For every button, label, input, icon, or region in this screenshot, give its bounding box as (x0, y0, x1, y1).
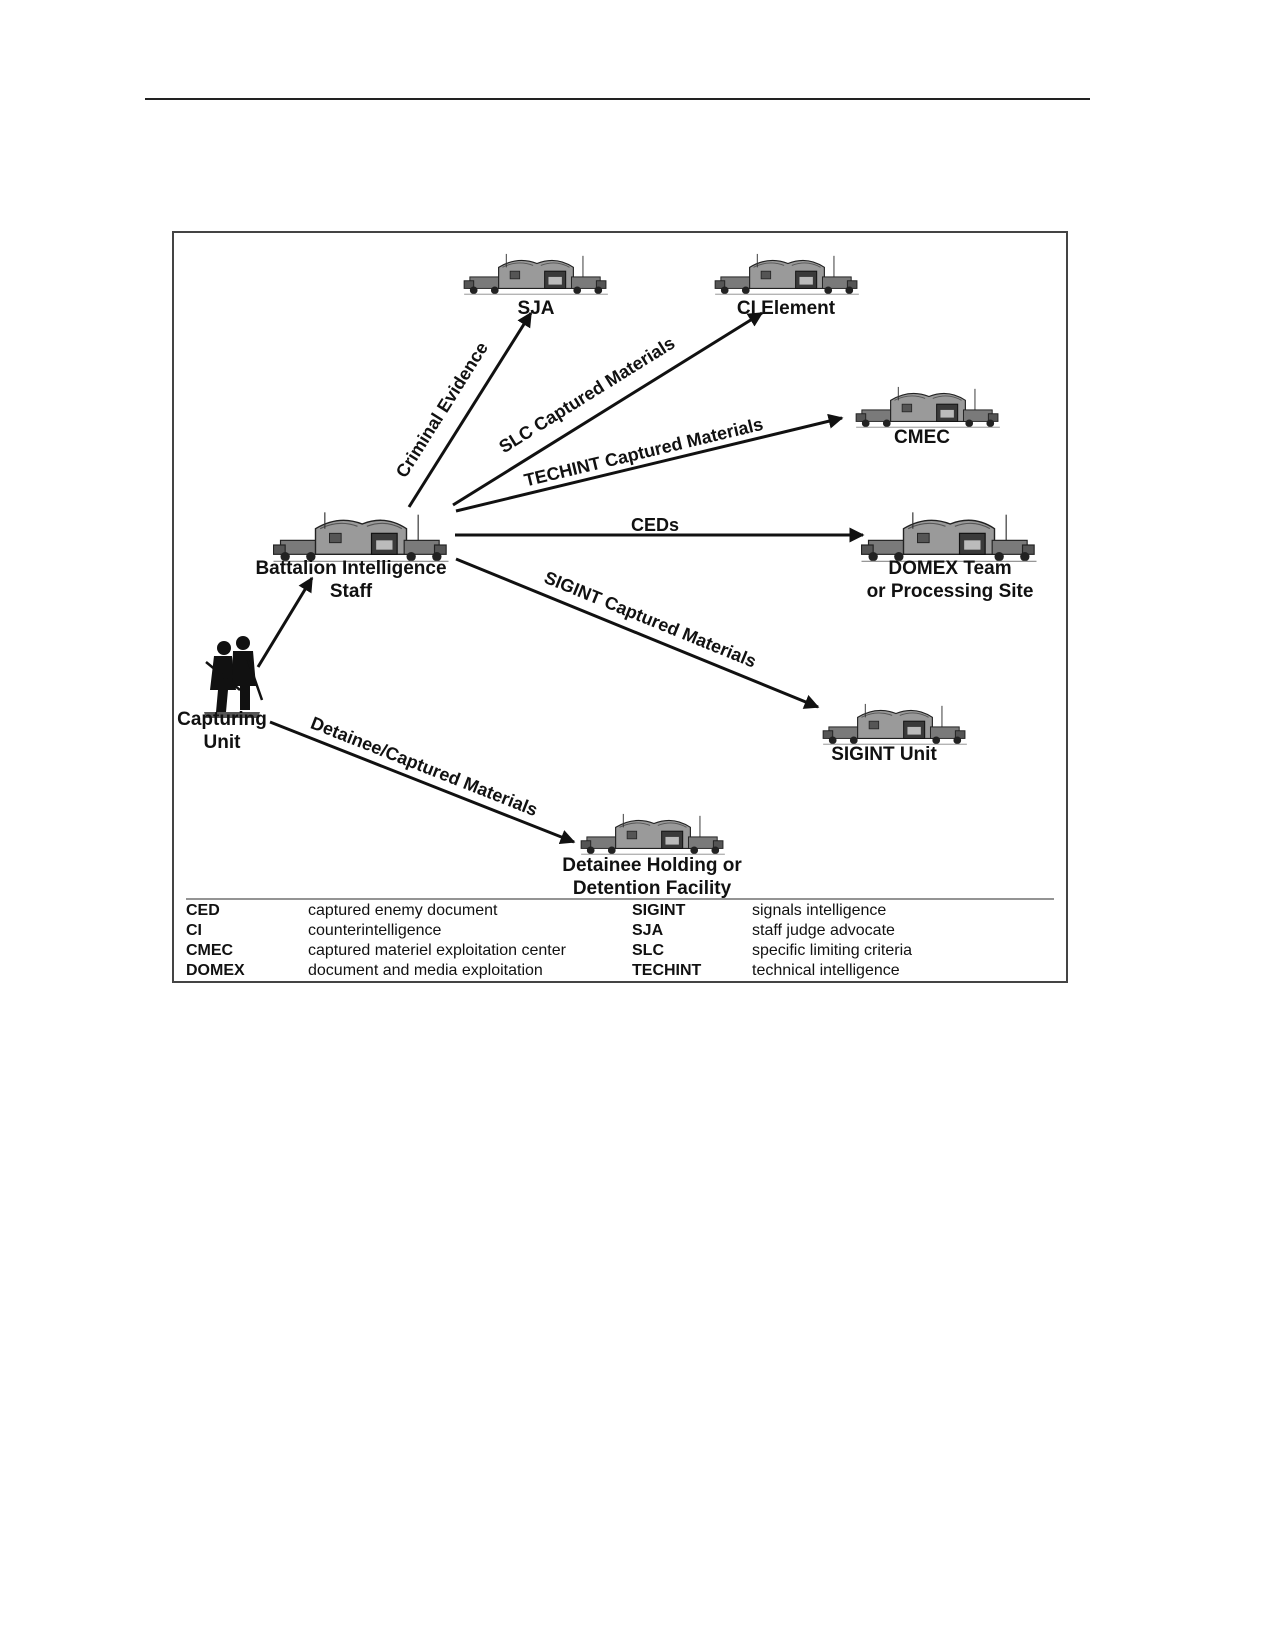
capturing-unit-label-line2: Unit (204, 732, 242, 753)
battalion-facility-icon (273, 511, 449, 563)
arrow-techint (455, 413, 844, 513)
arrow-sigint (455, 557, 820, 709)
legend-abbr: SLC (632, 942, 664, 959)
legend-definition: technical intelligence (752, 962, 900, 979)
legend-row: captured enemy document (308, 902, 497, 922)
detainee-captured-label: Detainee/Captured Materials (308, 713, 541, 820)
domex-label-line1: DOMEX Team (888, 558, 1011, 579)
legend-definition: captured enemy document (308, 902, 498, 919)
figure-frame (172, 231, 1068, 983)
capturing-unit-label-line1: Capturing (177, 709, 267, 730)
legend-definition: specific limiting criteria (752, 942, 913, 959)
techint-label: TECHINT Captured Materials (522, 414, 765, 491)
legend-definition: captured materiel exploitation center (308, 942, 566, 959)
cmec-facility-icon (855, 386, 1001, 428)
cmec-label: CMEC (894, 427, 950, 448)
legend-row: counterintelligence (308, 922, 441, 942)
arrow-criminal-evidence (407, 311, 533, 508)
domex-label-line2: or Processing Site (867, 581, 1034, 602)
legend-abbr: SIGINT (632, 902, 686, 919)
arrow-capturing-to-battalion (256, 576, 314, 668)
slc-label: SLC Captured Materials (495, 333, 678, 457)
criminal-evidence-label: Criminal Evidence (392, 338, 492, 481)
legend-row: technical intelligence (752, 962, 900, 982)
legend-row: CMEC (186, 942, 233, 962)
legend-abbr: CED (186, 902, 220, 919)
legend-abbr: TECHINT (632, 962, 702, 979)
ci-element-facility-icon (714, 253, 860, 295)
legend-row: TECHINT (632, 962, 701, 982)
detainee-facility-icon (580, 813, 726, 855)
legend-row: DOMEX (186, 962, 245, 982)
legend-row: document and media exploitation (308, 962, 543, 982)
legend-abbr: CMEC (186, 942, 234, 959)
detainee-label-line2: Detention Facility (573, 878, 732, 899)
sja-facility-icon (463, 253, 609, 295)
legend-row: SIGINT (632, 902, 685, 922)
legend-row: SJA (632, 922, 663, 942)
arrow-detainee (269, 720, 576, 845)
legend-abbr: SJA (632, 922, 664, 939)
arrow-slc (452, 311, 764, 507)
ci-element-label: CI Element (737, 298, 836, 319)
legend-abbr: DOMEX (186, 962, 245, 979)
domex-facility-icon (861, 511, 1037, 563)
sigint-unit-facility-icon (822, 703, 968, 745)
legend-definition: document and media exploitation (308, 962, 543, 979)
page-header-rule (145, 98, 1090, 100)
sigint-unit-label: SIGINT Unit (831, 744, 937, 765)
legend-definition: counterintelligence (308, 922, 442, 939)
legend-row: CED (186, 902, 220, 922)
legend-row: SLC (632, 942, 664, 962)
legend-abbr: CI (186, 922, 202, 939)
sigint-captured-label: SIGINT Captured Materials (541, 567, 759, 671)
sja-label: SJA (518, 298, 555, 319)
legend-definition: staff judge advocate (752, 922, 895, 939)
battalion-label-line1: Battalion Intelligence (255, 558, 446, 579)
detainee-label-line1: Detainee Holding or (562, 855, 742, 876)
legend-row: staff judge advocate (752, 922, 895, 942)
legend-row: CI (186, 922, 202, 942)
ceds-label: CEDs (631, 515, 679, 535)
legend-row: signals intelligence (752, 902, 886, 922)
battalion-label-line2: Staff (330, 581, 373, 602)
legend-row: specific limiting criteria (752, 942, 912, 962)
legend-definition: signals intelligence (752, 902, 887, 919)
soldiers-icon (204, 636, 264, 718)
legend-row: captured materiel exploitation center (308, 942, 566, 962)
